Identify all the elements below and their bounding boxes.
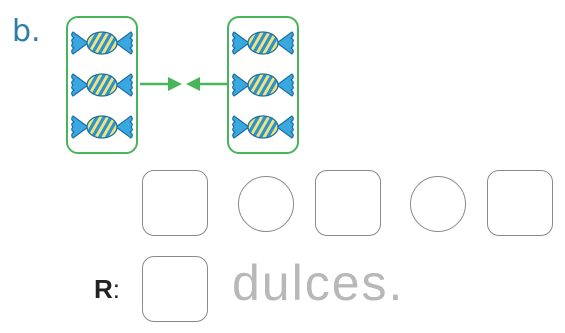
operand-box-2[interactable] — [315, 170, 381, 236]
item-label: b. — [12, 14, 41, 49]
arrow-right-icon — [168, 77, 182, 91]
join-arrows — [140, 77, 228, 91]
candy-icon — [70, 68, 134, 102]
candy-icon — [231, 26, 295, 60]
answer-colon: : — [112, 274, 121, 304]
left-candy-group — [66, 16, 138, 154]
candy-icon — [70, 110, 134, 144]
candy-icon — [231, 68, 295, 102]
arrow-left-icon — [186, 77, 200, 91]
answer-r: R — [94, 274, 113, 304]
answer-box[interactable] — [142, 256, 208, 322]
result-box[interactable] — [487, 170, 553, 236]
right-candy-group — [227, 16, 299, 154]
operator-circle-1[interactable] — [238, 176, 294, 232]
answer-unit: dulces. — [232, 255, 405, 311]
operator-circle-2[interactable] — [410, 176, 466, 232]
candy-icon — [70, 26, 134, 60]
operand-box-1[interactable] — [142, 170, 208, 236]
answer-label: R: — [94, 274, 120, 305]
candy-icon — [231, 110, 295, 144]
